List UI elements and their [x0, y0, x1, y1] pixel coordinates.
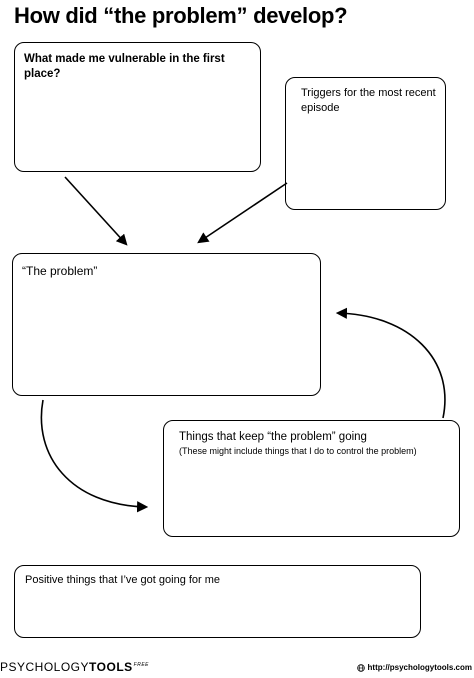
vulnerability-box: What made me vulnerable in the first pla…	[14, 42, 261, 172]
brand-logo: PSYCHOLOGYTOOLSFREE	[0, 660, 149, 674]
page-title: How did “the problem” develop?	[14, 3, 348, 28]
footer-url-text[interactable]: http://psychologytools.com	[367, 663, 472, 672]
positives-box: Positive things that I’ve got going for …	[14, 565, 421, 638]
globe-icon	[356, 663, 365, 672]
arrow-problem-to-maintaining	[40, 399, 149, 513]
brand-name-part1: PSYCHOLOGY	[0, 660, 90, 674]
arrow-vulnerability-to-problem	[64, 176, 128, 246]
triggers-label: Triggers for the most recent episode	[301, 87, 436, 114]
vulnerability-label: What made me vulnerable in the first pla…	[24, 53, 225, 80]
positives-label: Positive things that I’ve got going for …	[25, 574, 221, 586]
triggers-box: Triggers for the most recent episode	[285, 77, 446, 210]
arrow-triggers-to-problem	[197, 182, 288, 244]
problem-box: “The problem”	[12, 253, 321, 396]
brand-name-part2: TOOLS	[89, 660, 133, 674]
arrow-maintaining-to-problem	[335, 307, 446, 419]
footer-link[interactable]: http://psychologytools.com	[356, 663, 472, 672]
maintaining-factors-box: Things that keep “the problem” going (Th…	[163, 420, 460, 537]
maintaining-factors-sublabel: (These might include things that I do to…	[179, 446, 417, 456]
problem-label: “The problem”	[22, 264, 98, 278]
maintaining-factors-label: Things that keep “the problem” going	[179, 431, 367, 443]
brand-badge: FREE	[133, 662, 149, 668]
